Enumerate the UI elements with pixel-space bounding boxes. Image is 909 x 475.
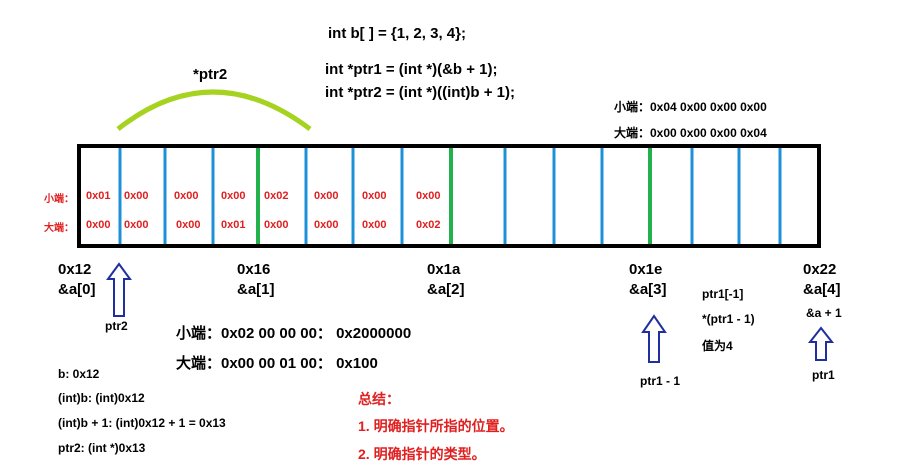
element-label: &a[1] [237, 281, 275, 298]
step-line: (int)b: (int)0x12 [58, 391, 145, 405]
little-byte: 0x00 [221, 190, 246, 202]
memory-block [77, 144, 821, 248]
big-byte: 0x00 [86, 219, 111, 231]
step-line: b: 0x12 [58, 367, 100, 381]
step-line: (int)b + 1: (int)0x12 + 1 = 0x13 [58, 416, 226, 430]
summary-item: 1. 明确指针所指的位置。 [358, 418, 514, 434]
result-big-endian: 大端：0x00 00 01 00： 0x100 [176, 355, 378, 372]
address-label: 0x1a [427, 261, 461, 278]
little-byte: 0x02 [264, 190, 289, 202]
little-byte: 0x00 [416, 190, 441, 202]
address-label: 0x12 [58, 261, 92, 278]
ptr1-deref-note: *(ptr1 - 1) [702, 312, 755, 326]
little-byte: 0x00 [174, 190, 199, 202]
address-label: 0x1e [629, 261, 663, 278]
element-label: &a[4] [803, 281, 841, 298]
arc-label: *ptr2 [193, 66, 228, 83]
a3-little-endian-bytes: 小端：0x04 0x00 0x00 0x00 [614, 100, 767, 114]
big-byte: 0x02 [416, 219, 441, 231]
little-endian-row-label: 小端： [44, 194, 74, 205]
address-label: 0x22 [803, 261, 837, 278]
result-little-endian: 小端：0x02 00 00 00： 0x2000000 [176, 325, 412, 342]
ptr1-minus-1-label: ptr1 - 1 [640, 374, 681, 388]
big-byte: 0x00 [124, 219, 149, 231]
element-label: &a[3] [629, 281, 667, 298]
summary-title: 总结： [358, 391, 400, 407]
a-plus-1-label: &a + 1 [806, 306, 842, 320]
value-note: 值为4 [702, 339, 733, 353]
little-byte: 0x00 [124, 190, 149, 202]
big-byte: 0x00 [362, 219, 387, 231]
big-byte: 0x00 [264, 219, 289, 231]
address-label: 0x16 [237, 261, 271, 278]
ptr2-label: ptr2 [105, 319, 128, 333]
a3-big-endian-bytes: 大端：0x00 0x00 0x00 0x04 [614, 126, 767, 140]
big-endian-row-label: 大端： [44, 223, 74, 234]
element-label: &a[0] [58, 281, 96, 298]
ptr2-arc [116, 89, 312, 131]
ptr1-index-note: ptr1[-1] [702, 287, 744, 301]
step-line: ptr2: (int *)0x13 [58, 441, 146, 455]
summary-item: 2. 明确指针的类型。 [358, 446, 486, 462]
little-byte: 0x01 [86, 190, 111, 202]
ptr2-arrow [106, 262, 132, 317]
code-line-ptr1: int *ptr1 = (int *)(&b + 1); [325, 61, 498, 78]
ptr1-label: ptr1 [812, 368, 835, 382]
big-byte: 0x01 [221, 219, 246, 231]
little-byte: 0x00 [362, 190, 387, 202]
code-line-ptr2: int *ptr2 = (int *)((int)b + 1); [325, 84, 515, 101]
byte-dividers [118, 148, 782, 244]
little-byte: 0x00 [314, 190, 339, 202]
ptr1-arrow [807, 326, 835, 361]
element-label: &a[2] [427, 281, 465, 298]
big-byte: 0x00 [176, 219, 201, 231]
code-line-array: int b[ ] = {1, 2, 3, 4}; [328, 25, 466, 42]
big-byte: 0x00 [314, 219, 339, 231]
ptr1-minus-1-arrow [641, 314, 667, 363]
